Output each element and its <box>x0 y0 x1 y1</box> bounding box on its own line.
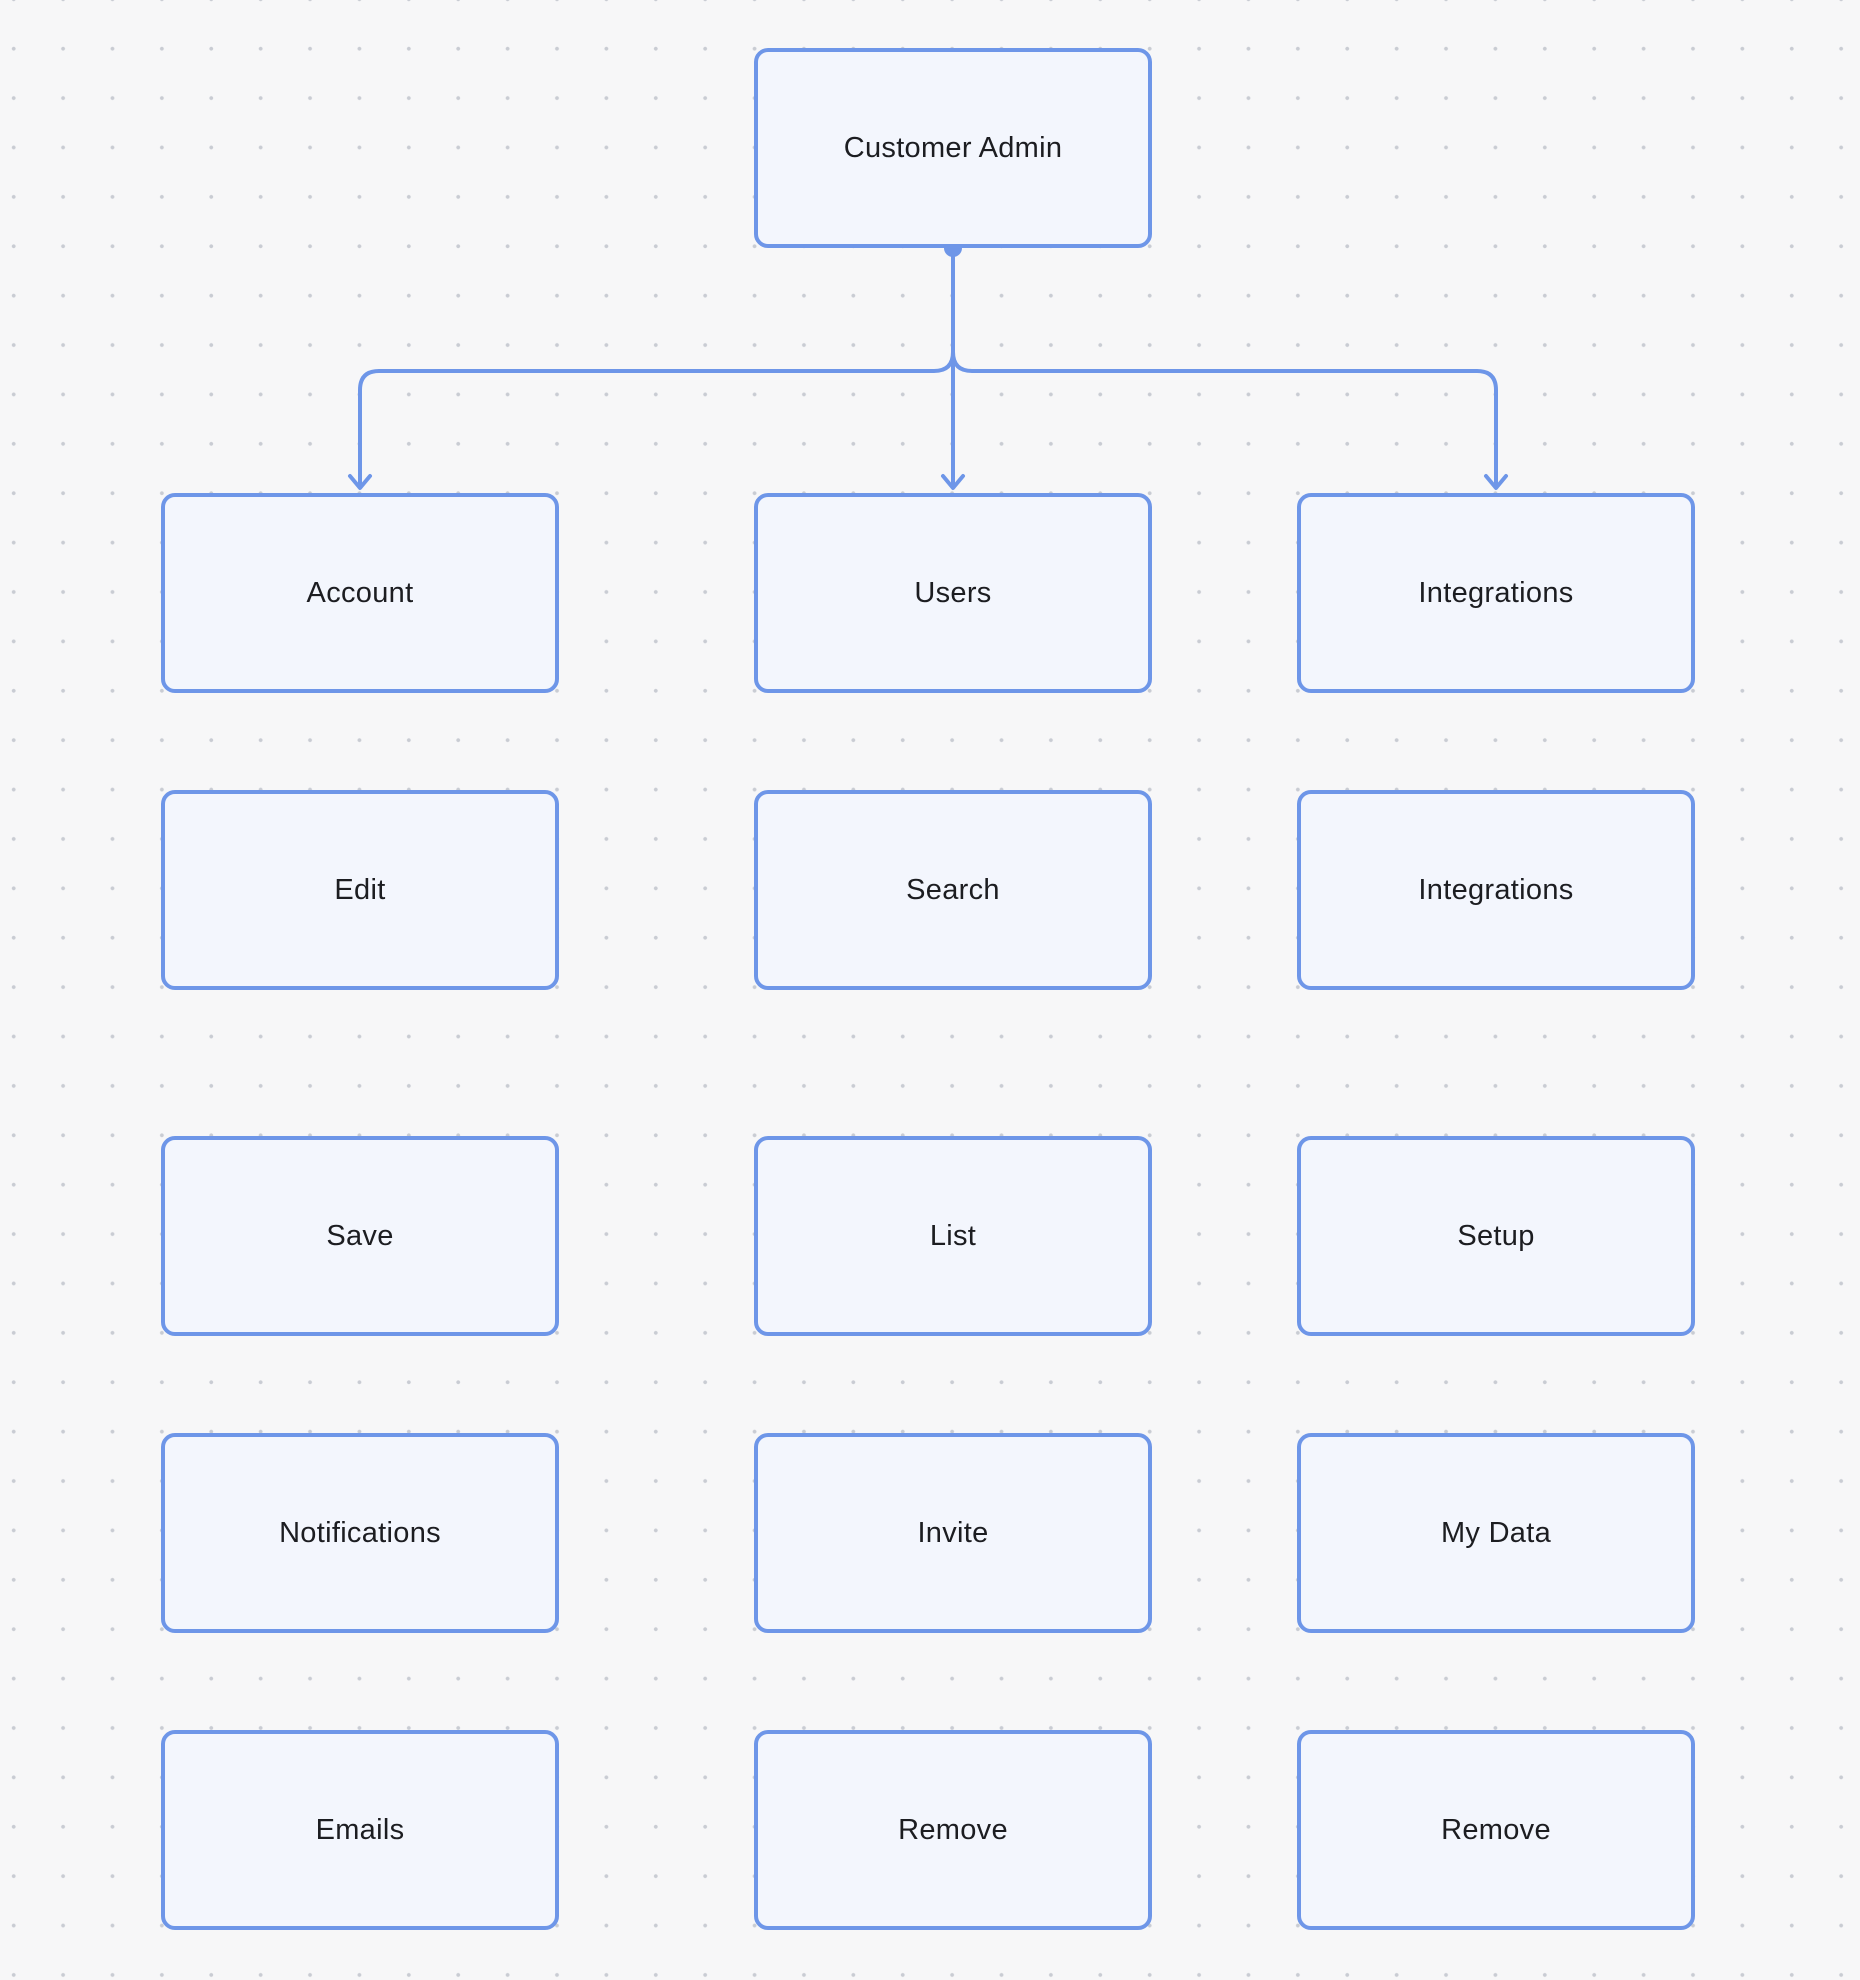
node-remove-integrations[interactable]: Remove <box>1297 1730 1695 1930</box>
node-label: Edit <box>334 873 386 906</box>
node-my-data[interactable]: My Data <box>1297 1433 1695 1633</box>
arrowhead-integrations-icon <box>1484 474 1508 490</box>
node-list[interactable]: List <box>754 1136 1152 1336</box>
node-integrations-sub[interactable]: Integrations <box>1297 790 1695 990</box>
connector-root-to-account <box>358 246 955 488</box>
node-notifications[interactable]: Notifications <box>161 1433 559 1633</box>
node-users[interactable]: Users <box>754 493 1152 693</box>
node-integrations[interactable]: Integrations <box>1297 493 1695 693</box>
node-label: Emails <box>315 1813 405 1846</box>
node-label: Remove <box>1441 1813 1551 1846</box>
node-invite[interactable]: Invite <box>754 1433 1152 1633</box>
node-account[interactable]: Account <box>161 493 559 693</box>
node-label: Users <box>914 576 992 609</box>
node-label: Integrations <box>1418 576 1574 609</box>
arrowhead-account-icon <box>348 474 372 490</box>
node-label: Account <box>306 576 414 609</box>
node-label: List <box>929 1219 977 1252</box>
node-save[interactable]: Save <box>161 1136 559 1336</box>
node-label: Notifications <box>279 1516 441 1549</box>
node-label: Search <box>906 873 1000 906</box>
connector-root-to-integrations <box>951 246 1498 488</box>
node-label: Integrations <box>1418 873 1574 906</box>
node-label: My Data <box>1440 1516 1552 1549</box>
connector-group <box>348 239 1508 490</box>
node-label: Remove <box>898 1813 1008 1846</box>
node-label: Save <box>326 1219 394 1252</box>
node-edit[interactable]: Edit <box>161 790 559 990</box>
node-remove-users[interactable]: Remove <box>754 1730 1152 1930</box>
arrowhead-users-icon <box>941 474 965 490</box>
node-label: Invite <box>917 1516 989 1549</box>
node-search[interactable]: Search <box>754 790 1152 990</box>
node-emails[interactable]: Emails <box>161 1730 559 1930</box>
node-customer-admin[interactable]: Customer Admin <box>754 48 1152 248</box>
node-label: Customer Admin <box>843 131 1063 164</box>
node-setup[interactable]: Setup <box>1297 1136 1695 1336</box>
node-label: Setup <box>1457 1219 1535 1252</box>
